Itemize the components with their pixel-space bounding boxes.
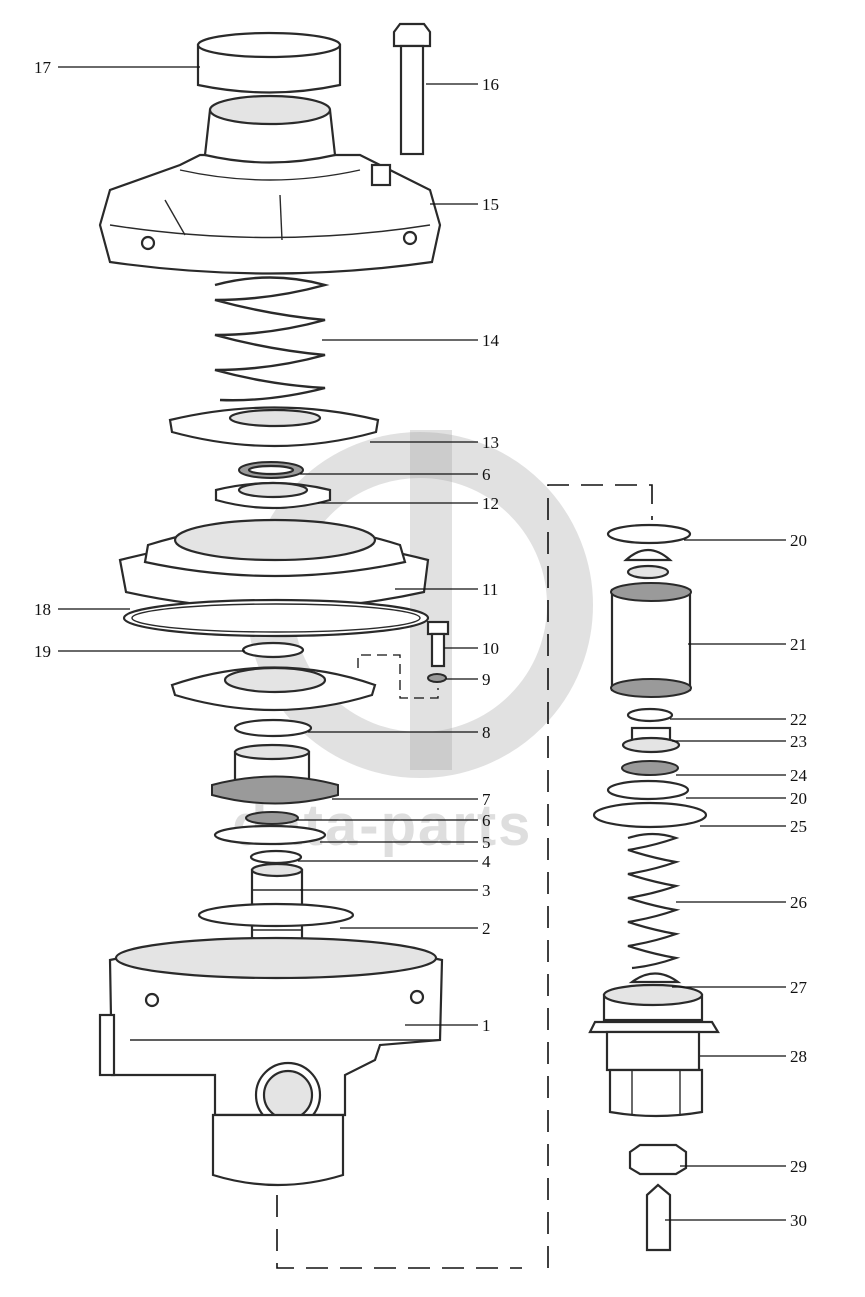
part-18-oring: [122, 598, 430, 638]
label-9: 9: [482, 670, 491, 689]
label-19: 19: [34, 642, 51, 661]
part-9-washer: [427, 673, 447, 683]
part-12-bush: [214, 481, 332, 510]
part-8-ring: [233, 718, 313, 738]
label-20-lower: 20: [790, 789, 807, 808]
part-20-ring-upper: [606, 523, 692, 545]
label-29: 29: [790, 1157, 807, 1176]
part-4-ring: [249, 849, 303, 865]
part-23-seat: [621, 726, 681, 754]
bracket-10-9: [357, 654, 439, 699]
label-17: 17: [34, 58, 52, 77]
label-23: 23: [790, 732, 807, 751]
label-5: 5: [482, 833, 491, 852]
part-30-pin: [645, 1183, 672, 1252]
label-8: 8: [482, 723, 491, 742]
callout-labels: 17 16 15 14 13 6 12 11 18 19 10 9 8 7 6 …: [34, 58, 808, 1230]
part-28-adjuster: [588, 983, 720, 1118]
label-20-upper: 20: [790, 531, 807, 550]
part-24-seal: [621, 760, 679, 776]
label-6-upper: 6: [482, 465, 491, 484]
label-3: 3: [482, 881, 491, 900]
part-22-ring: [626, 707, 674, 723]
part-10-screw: [426, 620, 450, 668]
label-11: 11: [482, 580, 498, 599]
part-11-piston: [118, 518, 430, 610]
label-6-lower: 6: [482, 811, 491, 830]
label-10: 10: [482, 639, 499, 658]
part-15-upper-housing: [98, 94, 442, 275]
label-4: 4: [482, 852, 491, 871]
part-6-seal-upper: [238, 461, 304, 479]
label-16: 16: [482, 75, 499, 94]
label-15: 15: [482, 195, 499, 214]
part-13-spring-plate: [168, 406, 380, 448]
part-14-spring: [214, 276, 330, 402]
label-27: 27: [790, 978, 808, 997]
label-26: 26: [790, 893, 807, 912]
label-28: 28: [790, 1047, 807, 1066]
leader-lines: [58, 66, 786, 1221]
label-1: 1: [482, 1016, 491, 1035]
label-22: 22: [790, 710, 807, 729]
part-25-ring: [592, 801, 708, 829]
part-17-cap: [196, 31, 342, 94]
part-6-seal-lower: [245, 811, 299, 825]
part-19-ring: [241, 641, 305, 659]
part-16-bolt: [392, 22, 432, 156]
label-12: 12: [482, 494, 499, 513]
axis-left: [276, 1195, 522, 1269]
label-2: 2: [482, 919, 491, 938]
label-25: 25: [790, 817, 807, 836]
label-7: 7: [482, 790, 491, 809]
part-27-cone: [628, 972, 682, 984]
label-14: 14: [482, 331, 500, 350]
part-7-valve-insert: [211, 743, 339, 805]
part-1-lower-housing: [98, 936, 444, 1187]
label-18: 18: [34, 600, 51, 619]
part-29-nut: [628, 1143, 688, 1176]
part-2-ring: [197, 902, 355, 928]
label-24: 24: [790, 766, 808, 785]
label-30: 30: [790, 1211, 807, 1230]
part-26-spring: [627, 832, 681, 970]
part-20-ring-lower: [606, 779, 690, 801]
label-13: 13: [482, 433, 499, 452]
part-5-ring: [213, 824, 327, 846]
part-21-cartridge: [610, 548, 692, 698]
part-diaphragm-disc: [170, 666, 377, 712]
axis-divider: [547, 484, 653, 1268]
label-21: 21: [790, 635, 807, 654]
